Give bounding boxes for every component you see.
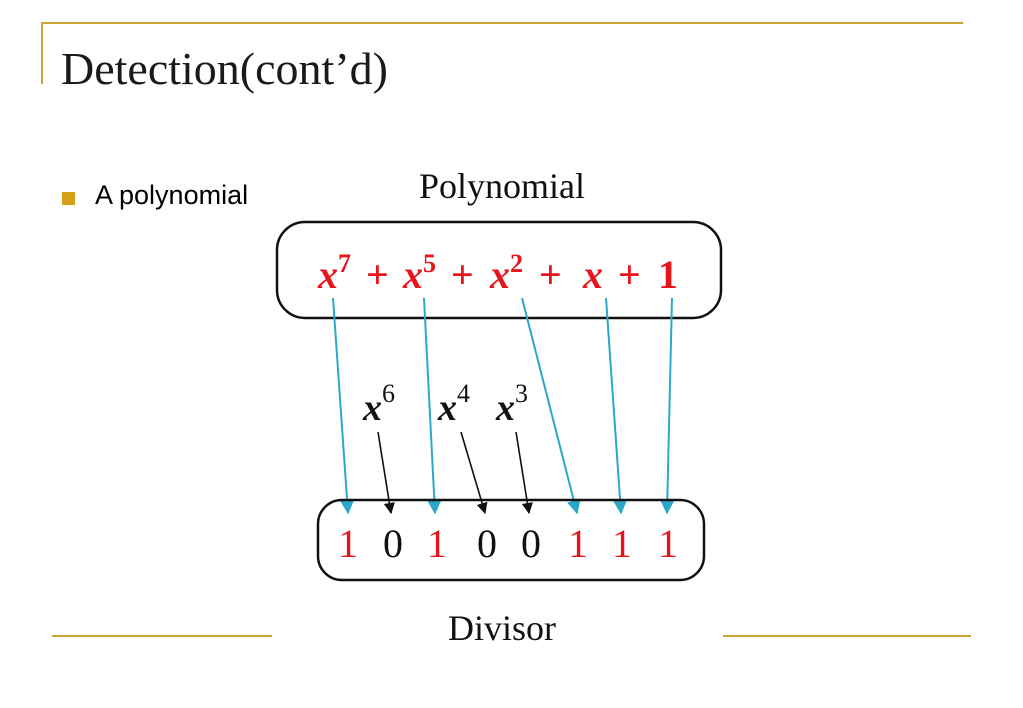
plus-4: + — [618, 252, 641, 297]
missing-term-x4: x4 — [437, 379, 470, 429]
term-x2-exp: 2 — [510, 249, 523, 278]
divisor-box — [316, 498, 706, 582]
term-x2: x2 — [489, 249, 523, 297]
missing-term-x3-base: x — [495, 387, 515, 429]
term-x5-exp: 5 — [423, 249, 436, 278]
divisor-bit: 0 — [477, 521, 497, 566]
bottom-rule-left — [52, 635, 272, 637]
term-x7-exp: 7 — [338, 249, 351, 278]
term-x7: x7 — [317, 249, 351, 297]
missing-term-x4-base: x — [437, 387, 457, 429]
arrow-x2-to-bit2 — [521, 297, 581, 515]
divisor-bits: 1 0 1 0 0 1 1 1 — [338, 521, 678, 566]
term-x2-base: x — [489, 252, 510, 297]
bottom-rule-right — [723, 635, 971, 637]
term-1: 1 — [658, 252, 678, 297]
term-x7-base: x — [317, 252, 338, 297]
plus-2: + — [451, 252, 474, 297]
divisor-label: Divisor — [448, 608, 556, 648]
divisor-bit: 1 — [658, 521, 678, 566]
present-term-arrows — [332, 297, 675, 515]
divisor-bit: 1 — [427, 521, 447, 566]
divisor-bit: 0 — [383, 521, 403, 566]
missing-term-x6-base: x — [362, 387, 382, 429]
plus-3: + — [539, 252, 562, 297]
term-x5: x5 — [402, 249, 436, 297]
missing-term-x6: x6 — [362, 379, 395, 429]
arrow-x5-to-bit5 — [423, 297, 442, 515]
arrow-x7-to-bit7 — [332, 297, 355, 515]
bullet-text: A polynomial — [95, 180, 249, 210]
arrow-x-to-bit1 — [605, 297, 628, 515]
arrow-1-to-bit0 — [660, 297, 675, 515]
figure-background — [273, 160, 723, 660]
bullet-marker-icon — [62, 192, 75, 205]
divisor-bit: 1 — [338, 521, 358, 566]
missing-term-x3: x3 — [495, 379, 528, 429]
polynomial-expression: x7 + x5 + x2 + x + 1 — [317, 249, 678, 297]
plus-1: + — [366, 252, 389, 297]
top-rule — [41, 22, 963, 24]
left-rule — [41, 22, 43, 84]
polynomial-box — [275, 220, 723, 320]
term-x: x — [582, 252, 603, 297]
missing-term-x3-exp: 3 — [515, 379, 528, 408]
divisor-bit: 0 — [521, 521, 541, 566]
polynomial-label: Polynomial — [419, 166, 585, 206]
missing-term-x4-exp: 4 — [457, 379, 470, 408]
divisor-bit: 1 — [568, 521, 588, 566]
divisor-bit: 1 — [612, 521, 632, 566]
missing-term-x6-exp: 6 — [382, 379, 395, 408]
slide-title: Detection(cont’d) — [61, 43, 388, 94]
missing-terms: x6 x4 x3 — [362, 379, 528, 429]
term-x5-base: x — [402, 252, 423, 297]
